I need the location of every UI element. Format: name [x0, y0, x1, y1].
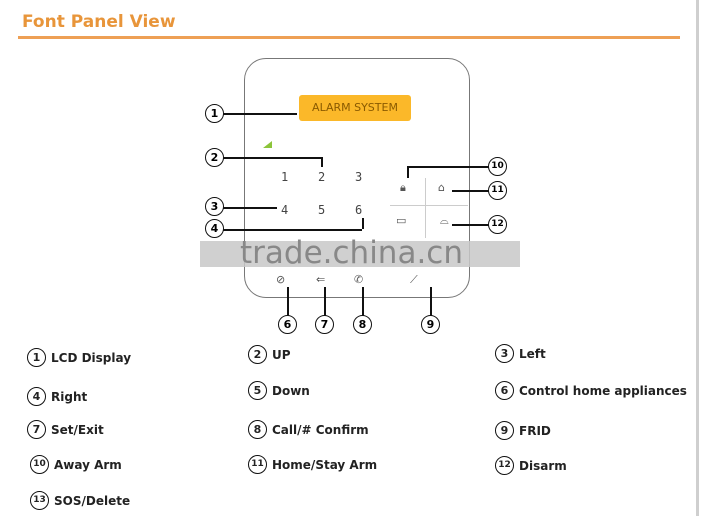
callout-line: [222, 157, 322, 159]
legend-item: 13 SOS/Delete: [30, 491, 130, 510]
legend-label: Away Arm: [54, 457, 122, 472]
callout-line: [452, 190, 489, 192]
callout-9: 9: [421, 315, 440, 334]
appliance-control-icon[interactable]: ⊘: [276, 273, 286, 286]
legend-number: 5: [248, 381, 267, 400]
legend-label: UP: [272, 347, 291, 362]
callout-line: [324, 287, 326, 316]
callout-line: [222, 229, 362, 231]
set-exit-icon[interactable]: ⇐: [316, 273, 326, 286]
legend-number: 8: [248, 420, 267, 439]
callout-line: [362, 287, 364, 316]
callout-12: 12: [488, 215, 507, 234]
page-edge: [696, 0, 699, 516]
legend-item: 10 Away Arm: [30, 455, 122, 474]
callout-4: 4: [205, 219, 224, 238]
legend-number: 12: [495, 456, 514, 475]
legend-label: SOS/Delete: [54, 493, 131, 508]
legend-number: 4: [27, 387, 46, 406]
legend-label: Control home appliances: [519, 383, 687, 398]
legend-number: 6: [495, 381, 514, 400]
callout-6: 6: [278, 315, 297, 334]
divider: [390, 205, 468, 206]
legend-label: LCD Display: [51, 350, 132, 365]
callout-1: 1: [205, 104, 224, 123]
legend-label: FRID: [519, 423, 551, 438]
legend-number: 2: [248, 345, 267, 364]
legend-label: Down: [272, 383, 310, 398]
legend-label: Disarm: [519, 458, 567, 473]
key-5[interactable]: 5: [318, 203, 326, 217]
home-arm-icon[interactable]: ⌂: [438, 181, 445, 194]
watermark-band: [200, 241, 520, 267]
callout-line: [287, 287, 289, 316]
legend-item: 11 Home/Stay Arm: [248, 455, 377, 474]
legend-number: 3: [495, 344, 514, 363]
key-2[interactable]: 2: [318, 170, 326, 184]
divider: [425, 178, 426, 238]
legend-item: 4 Right: [27, 387, 87, 406]
rfid-icon: ⟋: [410, 273, 418, 286]
key-1[interactable]: 1: [281, 170, 289, 184]
legend-item: 3 Left: [495, 344, 546, 363]
watermark: trade.china.cn: [240, 235, 463, 271]
legend-item: 9 FRID: [495, 421, 551, 440]
page-title: Font Panel View: [22, 12, 176, 32]
callout-line: [222, 113, 297, 115]
callout-line: [362, 218, 364, 229]
call-confirm-icon[interactable]: ✆: [354, 273, 364, 286]
legend-item: 1 LCD Display: [27, 348, 131, 367]
legend-number: 7: [27, 420, 46, 439]
keypad-device: [244, 58, 470, 298]
callout-2: 2: [205, 148, 224, 167]
callout-8: 8: [353, 315, 372, 334]
legend-item: 6 Control home appliances: [495, 381, 687, 400]
disarm-unlock-icon[interactable]: ⌓: [440, 214, 449, 227]
legend-item: 12 Disarm: [495, 456, 567, 475]
key-4[interactable]: 4: [281, 203, 289, 217]
legend-label: Right: [51, 389, 88, 404]
legend-label: Left: [519, 346, 546, 361]
legend-item: 7 Set/Exit: [27, 420, 104, 439]
callout-10: 10: [488, 157, 507, 176]
key-6[interactable]: 6: [355, 203, 363, 217]
legend-number: 13: [30, 491, 49, 510]
callout-3: 3: [205, 197, 224, 216]
legend-item: 5 Down: [248, 381, 310, 400]
callout-line: [452, 224, 489, 226]
signal-icon: [263, 141, 272, 148]
legend-label: Set/Exit: [51, 422, 104, 437]
away-arm-lock-icon[interactable]: 🔒︎: [400, 181, 406, 194]
legend-label: Call/# Confirm: [272, 422, 369, 437]
callout-line: [430, 287, 432, 316]
legend-label: Home/Stay Arm: [272, 457, 378, 472]
lcd-display: ALARM SYSTEM: [299, 95, 411, 121]
legend-item: 2 UP: [248, 345, 291, 364]
callout-line: [222, 207, 277, 209]
callout-7: 7: [315, 315, 334, 334]
legend-item: 8 Call/# Confirm: [248, 420, 369, 439]
key-3[interactable]: 3: [355, 170, 363, 184]
legend-number: 1: [27, 348, 46, 367]
callout-11: 11: [488, 181, 507, 200]
callout-line: [407, 166, 409, 178]
callout-line: [407, 166, 489, 168]
legend-number: 11: [248, 455, 267, 474]
legend-number: 10: [30, 455, 49, 474]
callout-line: [321, 157, 323, 167]
title-underline: [18, 36, 680, 39]
legend-number: 9: [495, 421, 514, 440]
sos-icon[interactable]: ▭: [396, 214, 407, 227]
